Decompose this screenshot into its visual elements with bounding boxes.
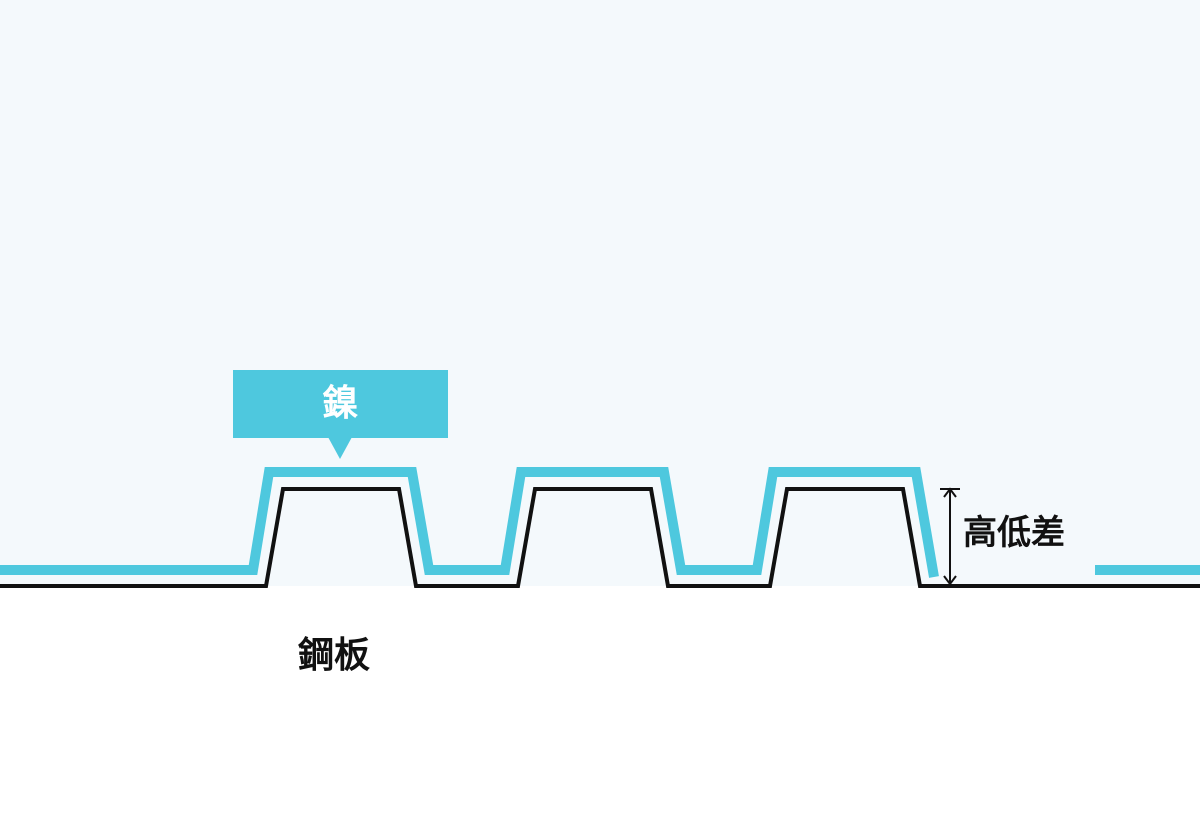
upper-background [0, 0, 1200, 586]
height-difference-label: 高低差 [963, 513, 1065, 553]
steel-plate-label: 鋼板 [298, 635, 371, 676]
coating-callout [233, 370, 448, 459]
steel-plate-line [0, 487, 1200, 588]
coating-label: 鎳 [322, 383, 359, 424]
lower-background [0, 586, 1200, 823]
height-dimension-marker [940, 487, 960, 586]
nickel-coating-line [0, 467, 939, 578]
